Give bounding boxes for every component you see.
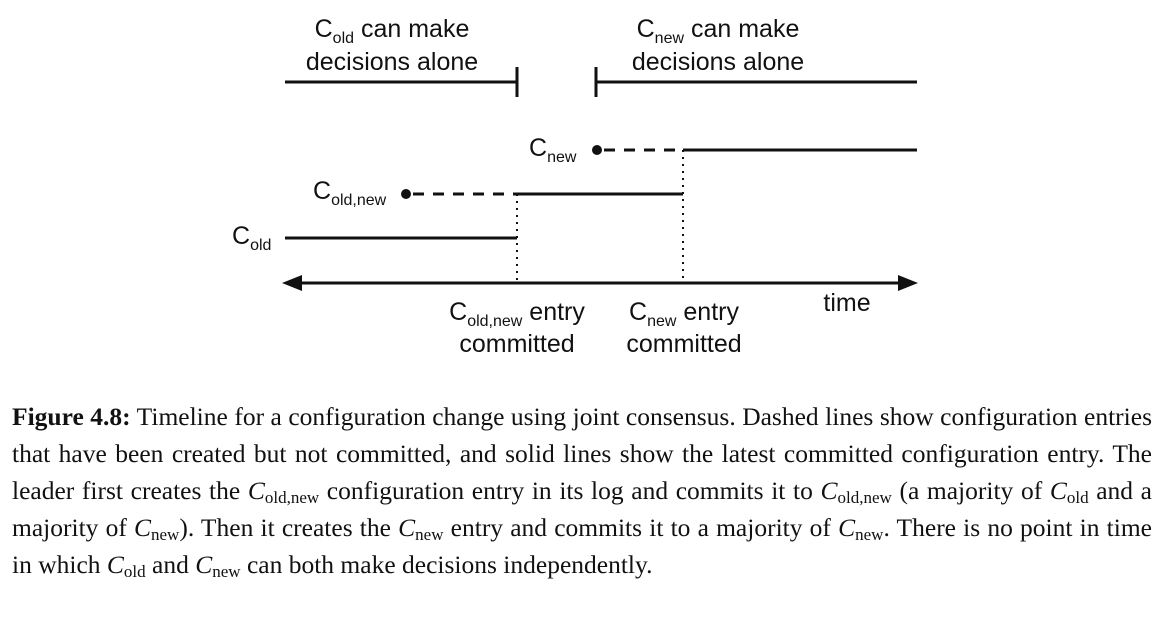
- time-label: time: [823, 289, 870, 317]
- new-committed-label-line2: committed: [626, 330, 741, 358]
- time-axis-arrow-left: [282, 275, 302, 291]
- time-axis-arrow-right: [898, 275, 918, 291]
- c-new-created-dot: [592, 145, 602, 155]
- c-new-alone-label-line2: decisions alone: [632, 48, 804, 76]
- oldnew-committed-label-line2: committed: [459, 330, 574, 358]
- c-old-alone-label: Cold can make: [315, 15, 470, 47]
- c-oldnew-created-dot: [401, 189, 411, 199]
- figure-caption: Figure 4.8: Timeline for a configuration…: [12, 402, 1152, 581]
- c-old-alone-label-line2: decisions alone: [306, 48, 478, 76]
- c-oldnew-label: Cold,new: [313, 177, 387, 209]
- new-committed-label: Cnew entry: [629, 298, 739, 330]
- timeline-figure: Cold can make decisions alone Cnew can m…: [232, 15, 918, 358]
- c-new-alone-label: Cnew can make: [637, 15, 800, 47]
- figure-number: Figure 4.8:: [12, 402, 131, 431]
- oldnew-committed-label: Cold,new entry: [449, 298, 585, 330]
- c-new-label: Cnew: [529, 134, 577, 166]
- c-old-label: Cold: [232, 222, 271, 254]
